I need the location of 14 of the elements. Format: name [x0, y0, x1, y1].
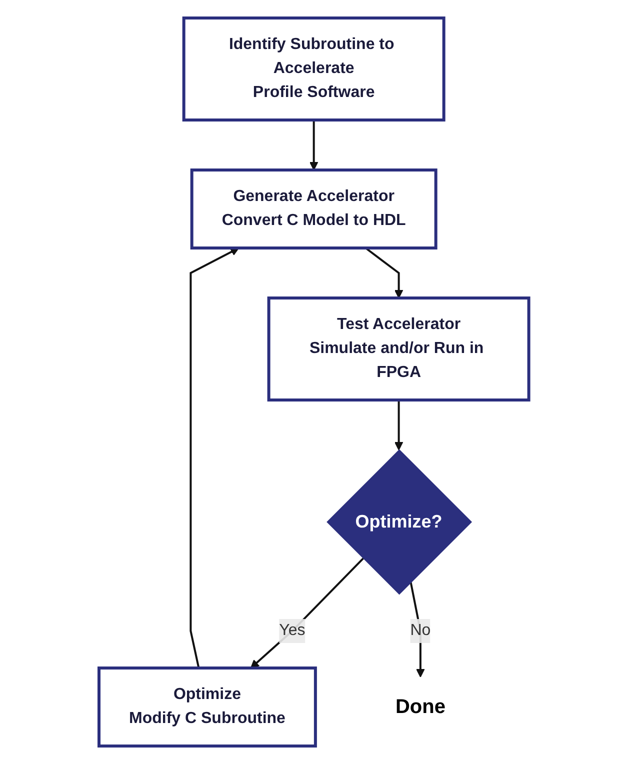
- arrow: [189, 248, 239, 668]
- edge-label: Yes: [278, 622, 305, 639]
- arrow: [250, 558, 364, 668]
- node-text: Done: [395, 696, 446, 718]
- arrow: [409, 582, 424, 678]
- arrow: [394, 400, 403, 450]
- arrow: [309, 120, 318, 170]
- edge-label: No: [410, 622, 430, 639]
- node-box: Generate Accelerator Convert C Model to HDL: [190, 168, 437, 250]
- node-box: Identify Subroutine to Accelerate Profile Software: [182, 16, 445, 122]
- arrow: [364, 247, 403, 298]
- node-box: Optimize Modify C Subroutine: [97, 666, 317, 748]
- node-box: Test Accelerator Simulate and/or Run in FPGA: [266, 296, 530, 402]
- node-diamond: Optimize?: [326, 449, 472, 595]
